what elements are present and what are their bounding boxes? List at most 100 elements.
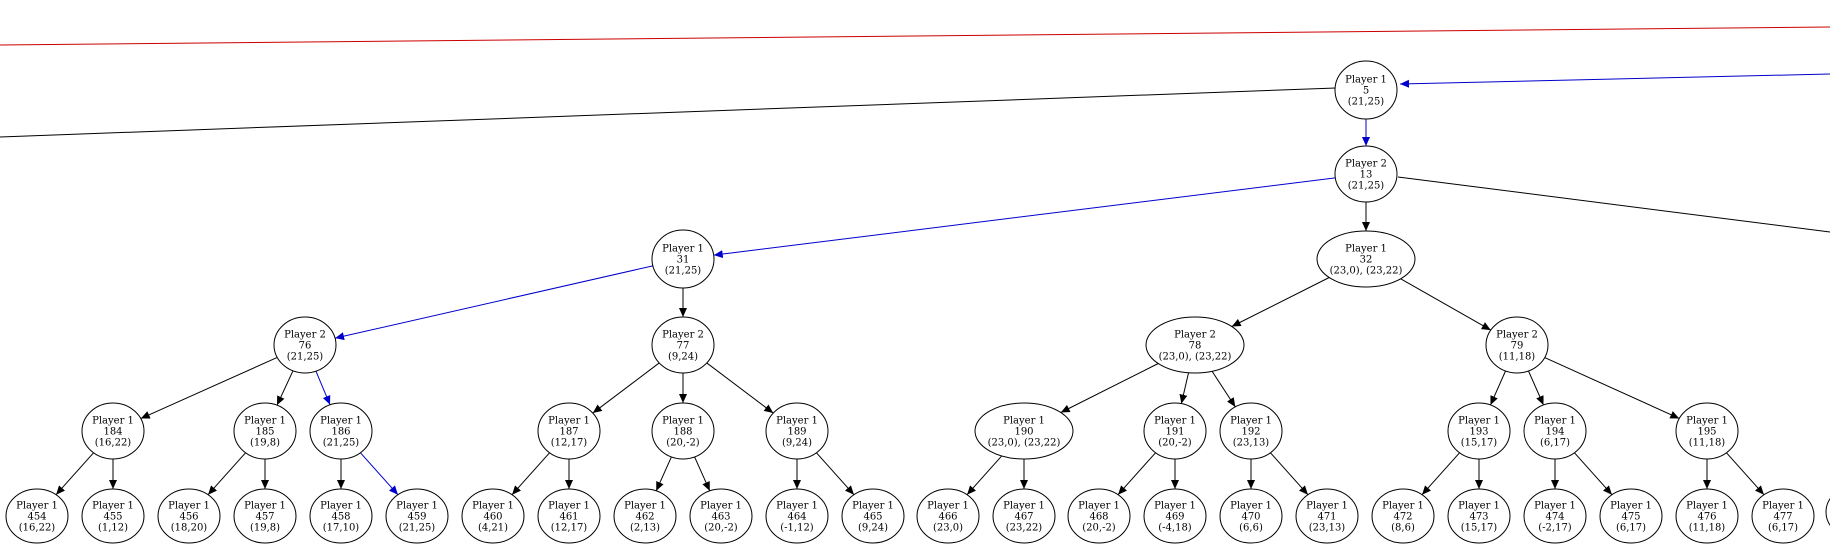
- node-player-label: Player 1: [1154, 416, 1196, 427]
- node-payoff-label: (19,8): [250, 523, 280, 534]
- node-payoff-label: (20,-2): [1158, 438, 1192, 449]
- node-player-label: Player 1: [244, 416, 286, 427]
- node-number-label: 475: [1621, 512, 1640, 523]
- edge-79-to-195: [1544, 357, 1680, 419]
- edge-13-to-31: [713, 177, 1336, 259]
- node-player-label: Player 1: [1154, 501, 1196, 512]
- node-ellipse: [537, 488, 601, 544]
- node-ellipse: [765, 402, 829, 460]
- node-number-label: 471: [1317, 512, 1336, 523]
- node-number-label: 13: [1360, 170, 1373, 181]
- node-ellipse: [1316, 230, 1416, 288]
- node-player-label: Player 1: [320, 416, 362, 427]
- edge-190-to-466: [966, 455, 1003, 496]
- node-ellipse: [1219, 488, 1283, 544]
- node-player-label: Player 1: [92, 501, 134, 512]
- tree-node-78: Player 278(23,0), (23,22): [1145, 316, 1245, 374]
- node-payoff-label: (21,25): [323, 438, 360, 449]
- node-player-label: Player 1: [1003, 501, 1045, 512]
- node-ellipse: [1143, 402, 1207, 460]
- node-number-label: 458: [331, 512, 350, 523]
- tree-node-5: Player 15(21,25): [1334, 60, 1398, 120]
- edge-77-to-187: [592, 362, 660, 414]
- edge-76-to-184: [140, 356, 278, 420]
- node-player-label: Player 1: [1078, 501, 1120, 512]
- node-ellipse: [1295, 488, 1359, 544]
- node-number-label: 454: [27, 512, 46, 523]
- node-ellipse: [461, 488, 525, 544]
- node-payoff-label: (-1,12): [780, 523, 814, 534]
- node-ellipse: [1143, 488, 1207, 544]
- node-player-label: Player 2: [1496, 330, 1538, 341]
- node-ellipse: [1447, 488, 1511, 544]
- edge-186-to-459: [360, 452, 399, 496]
- node-player-label: Player 1: [662, 244, 704, 255]
- node-payoff-label: (12,17): [551, 438, 588, 449]
- edge-32-to-78: [1231, 277, 1330, 327]
- node-player-label: Player 2: [662, 330, 704, 341]
- node-ellipse: [1371, 488, 1435, 544]
- tree-node-76: Player 276(21,25): [273, 316, 337, 374]
- node-ellipse: [309, 402, 373, 460]
- tree-node-77: Player 277(9,24): [651, 316, 715, 374]
- node-number-label: 190: [1014, 427, 1033, 438]
- node-number-label: 188: [673, 427, 692, 438]
- node-number-label: 463: [711, 512, 730, 523]
- node-payoff-label: (16,22): [95, 438, 132, 449]
- node-ellipse: [1523, 488, 1587, 544]
- node-number-label: 455: [103, 512, 122, 523]
- node-player-label: Player 1: [1534, 501, 1576, 512]
- node-ellipse: [1485, 316, 1549, 374]
- node-player-label: Player 1: [662, 416, 704, 427]
- node-player-label: Player 1: [1230, 501, 1272, 512]
- node-player-label: Player 1: [320, 501, 362, 512]
- node-number-label: 194: [1545, 427, 1564, 438]
- node-payoff-label: (15,17): [1461, 523, 1498, 534]
- edge-195-to-477: [1726, 452, 1765, 496]
- node-payoff-label: (21,25): [665, 266, 702, 277]
- node-number-label: 77: [677, 341, 690, 352]
- edge-191-to-468: [1117, 452, 1156, 496]
- node-number-label: 5: [1363, 86, 1369, 97]
- node-payoff-label: (11,18): [1689, 523, 1726, 534]
- node-number-label: 457: [255, 512, 274, 523]
- edge-79-to-194: [1528, 370, 1544, 406]
- node-player-label: Player 1: [92, 416, 134, 427]
- node-payoff-label: (23,13): [1309, 523, 1346, 534]
- node-player-label: Player 1: [1610, 501, 1652, 512]
- node-number-label: 32: [1360, 255, 1373, 266]
- node-player-label: Player 1: [1762, 501, 1804, 512]
- node-player-label: Player 1: [776, 416, 818, 427]
- node-player-label: Player 1: [1345, 244, 1387, 255]
- node-number-label: 467: [1014, 512, 1033, 523]
- node-number-label: 469: [1165, 512, 1184, 523]
- node-ellipse: [765, 488, 829, 544]
- node-number-label: 456: [179, 512, 198, 523]
- node-ellipse: [1145, 316, 1245, 374]
- node-number-label: 462: [635, 512, 654, 523]
- node-payoff-label: (21,25): [1348, 181, 1385, 192]
- node-number-label: 187: [559, 427, 578, 438]
- node-number-label: 79: [1511, 341, 1524, 352]
- node-payoff-label: (1,12): [98, 523, 128, 534]
- node-ellipse: [233, 488, 297, 544]
- node-player-label: Player 1: [776, 501, 818, 512]
- node-payoff-label: (23,0), (23,22): [988, 438, 1061, 449]
- node-player-label: Player 1: [1686, 416, 1728, 427]
- node-payoff-label: (9,24): [668, 352, 698, 363]
